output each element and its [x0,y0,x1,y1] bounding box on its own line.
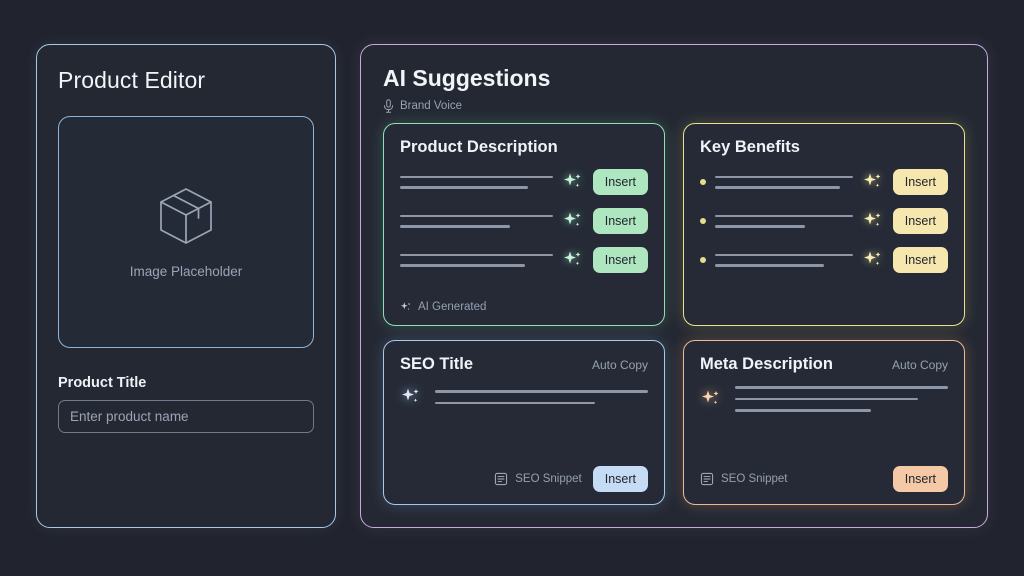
bullet-dot [700,257,706,263]
suggestion-row: Insert [700,169,948,195]
seo-snippet-tag[interactable]: SEO Snippet [494,472,582,486]
product-title-input[interactable] [58,400,314,433]
suggestion-rows: Insert [400,169,648,273]
sparkle-icon [562,210,584,232]
skeleton-line [400,264,526,267]
sparkle-icon [562,171,584,193]
sparkle-icon [700,388,722,410]
skeleton-line [400,175,553,178]
skeleton-line [735,397,919,400]
page-title: Product Editor [58,67,206,93]
suggestion-row: Insert [400,208,648,234]
skeleton-lines [400,175,553,189]
card-key-benefits: Key Benefits [683,123,965,326]
ai-suggestions-panel: AI Suggestions Brand Voice Product Descr… [360,44,988,528]
skeleton-line [715,175,853,178]
skeleton-line [735,409,872,412]
brand-voice-label: Brand Voice [400,100,463,112]
card-header: Product Description [400,138,648,157]
product-editor-panel: Product Editor Image Placeholder Product… [36,44,336,528]
card-header: Key Benefits [700,138,948,157]
insert-button[interactable]: Insert [592,466,648,492]
skeleton-lines [715,253,853,267]
seo-snippet-label: SEO Snippet [721,473,788,485]
suggestion-content [700,386,948,412]
ai-generated-label: AI Generated [418,301,487,313]
brand-voice-indicator[interactable]: Brand Voice [383,99,965,113]
insert-button[interactable]: Insert [592,208,648,234]
insert-button[interactable]: Insert [592,169,648,195]
skeleton-line [715,253,853,256]
microphone-icon [383,99,394,113]
skeleton-line [435,401,595,404]
card-title: Product Description [400,138,558,156]
skeleton-line [400,186,529,189]
bullet-dot [700,218,706,224]
sparkle-icon [862,171,884,193]
box-icon [156,185,216,247]
suggestion-cards-grid: Product Description [383,123,965,505]
seo-snippet-label: SEO Snippet [515,473,582,485]
seo-snippet-tag[interactable]: SEO Snippet [700,472,787,486]
skeleton-line [435,390,648,393]
card-footer: AI Generated [400,301,648,313]
suggestion-row: Insert [700,208,948,234]
ai-suggestions-header: AI Suggestions Brand Voice [383,65,965,113]
card-header: SEO Title Auto Copy [400,355,648,374]
card-meta-description: Meta Description Auto Copy [683,340,965,505]
sparkle-icon [862,249,884,271]
insert-button[interactable]: Insert [892,247,948,273]
suggestion-row: Insert [700,247,948,273]
sparkle-icon [400,301,412,313]
suggestion-row: Insert [400,169,648,195]
card-title: Meta Description [700,355,833,373]
image-placeholder-dropzone[interactable]: Image Placeholder [58,116,314,348]
auto-copy-label[interactable]: Auto Copy [891,358,948,372]
skeleton-line [400,214,553,217]
card-footer: SEO Snippet Insert [400,466,648,492]
insert-button[interactable]: Insert [592,247,648,273]
auto-copy-label[interactable]: Auto Copy [591,358,648,372]
suggestion-row: Insert [400,247,648,273]
insert-button[interactable]: Insert [892,466,948,492]
card-product-description: Product Description [383,123,665,326]
skeleton-line [715,186,841,189]
skeleton-line [400,253,553,256]
skeleton-lines [400,214,553,228]
card-title: SEO Title [400,355,474,373]
insert-button[interactable]: Insert [892,208,948,234]
sparkle-icon [862,210,884,232]
suggestion-content [400,386,648,408]
sparkle-icon [562,249,584,271]
card-header: Meta Description Auto Copy [700,355,948,374]
skeleton-line [735,386,948,389]
card-seo-title: SEO Title Auto Copy [383,340,665,505]
skeleton-lines [735,386,948,412]
skeleton-lines [400,253,553,267]
bullet-dot [700,179,706,185]
skeleton-lines [715,175,853,189]
insert-button[interactable]: Insert [892,169,948,195]
skeleton-lines [435,390,648,404]
sparkle-icon [400,386,422,408]
ai-suggestions-title: AI Suggestions [383,65,551,91]
product-title-label: Product Title [58,375,147,391]
seo-snippet-icon [700,472,714,486]
skeleton-line [715,214,853,217]
skeleton-line [715,225,805,228]
skeleton-lines [715,214,853,228]
card-footer: SEO Snippet Insert [700,466,948,492]
skeleton-line [715,264,824,267]
image-placeholder-label: Image Placeholder [129,264,243,279]
suggestion-rows: Insert [700,169,948,273]
skeleton-line [400,225,510,228]
seo-snippet-icon [494,472,508,486]
card-title: Key Benefits [700,138,800,156]
